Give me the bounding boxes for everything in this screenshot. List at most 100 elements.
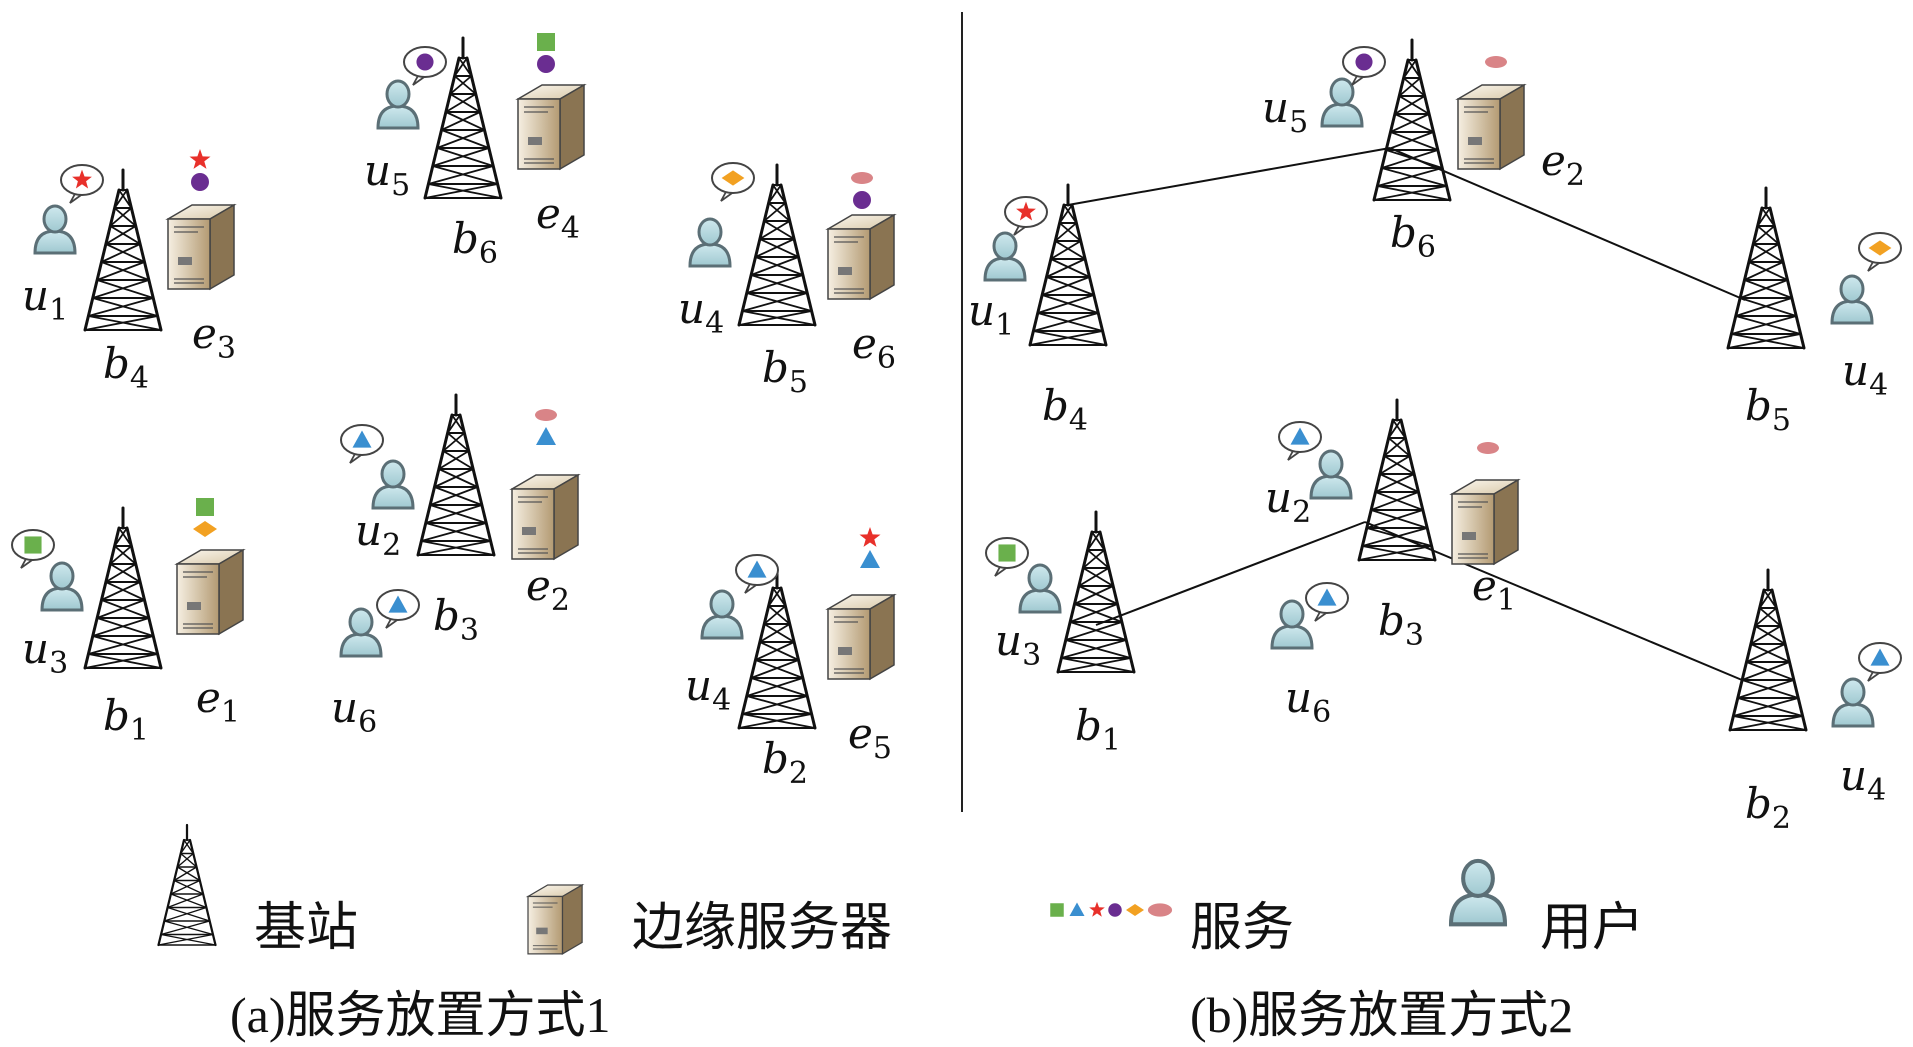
panel-a-group: u4 b2 e5 [685, 527, 897, 791]
edge-server-icon [825, 593, 897, 681]
user-icon [376, 79, 420, 130]
base-station-icon [737, 163, 817, 327]
user-label: u6 [331, 683, 377, 740]
base-station-icon [1372, 38, 1452, 202]
diamond-service-icon [1126, 904, 1144, 916]
legend-user-label: 用户 [1540, 898, 1645, 958]
triangle-service-icon [1069, 902, 1085, 916]
request-bubble [1278, 421, 1322, 461]
diamond-service-icon [193, 521, 217, 537]
legend-base-station-label: 基站 [254, 898, 359, 958]
circle-service-icon [537, 55, 555, 73]
edge-server-icon [525, 883, 585, 955]
user-icon [983, 231, 1027, 282]
user-icon [40, 561, 84, 612]
triangle-service-icon [1290, 427, 1310, 445]
base-station-icon [1028, 183, 1108, 347]
circle-service-icon [1355, 53, 1373, 71]
caption-panel-a: (a)服务放置方式1 [230, 987, 611, 1043]
request-bubble [1004, 196, 1048, 236]
diamond-service-icon [1868, 240, 1892, 256]
panel-a-group: u2 b3 e2 [340, 393, 581, 648]
edge-server-icon [1449, 478, 1521, 566]
base-station-icon [157, 823, 217, 947]
ellipse-service-icon [1485, 56, 1507, 68]
request-bubble [60, 164, 104, 204]
request-bubble [403, 46, 447, 86]
user-icon [1830, 274, 1874, 325]
request-bubble [376, 589, 420, 629]
edge-server-icon [165, 203, 237, 291]
request-bubble [340, 424, 384, 464]
user-label: u5 [1262, 83, 1308, 140]
link-line [1389, 147, 1746, 301]
square-service-icon [1050, 903, 1064, 917]
ellipse-service-icon [1147, 903, 1173, 917]
ellipse-service-icon [1477, 442, 1499, 454]
triangle-service-icon [1317, 588, 1337, 606]
edge-server-label: e1 [1472, 561, 1516, 618]
base-station-icon [1726, 186, 1806, 350]
edge-server-label: e3 [192, 309, 236, 366]
request-bubble [711, 162, 755, 202]
triangle-service-icon [536, 427, 556, 445]
base-station-label: b5 [1745, 381, 1791, 438]
edge-server-label: e4 [536, 189, 580, 246]
base-station-label: b4 [103, 339, 149, 396]
base-station-label: b2 [1745, 779, 1791, 836]
request-bubble [735, 554, 779, 594]
legend-icons [157, 823, 1508, 955]
circle-service-icon [416, 53, 434, 71]
base-station-label: b6 [1390, 208, 1436, 265]
edge-server-icon [174, 548, 246, 636]
request-bubble [1858, 642, 1902, 682]
base-station-label: b2 [762, 734, 808, 791]
circle-service-icon [191, 173, 209, 191]
user-icon [339, 607, 383, 658]
user-label: u6 [1285, 673, 1331, 730]
request-bubble [11, 529, 55, 569]
circle-service-icon [853, 191, 871, 209]
user-icon [1831, 677, 1875, 728]
base-station-label: b3 [1378, 596, 1424, 653]
link-line [1095, 521, 1366, 626]
square-service-icon [998, 544, 1016, 562]
triangle-service-icon [860, 550, 880, 568]
base-station-icon [737, 566, 817, 730]
base-station-label: b5 [762, 343, 808, 400]
user-icon [1320, 77, 1364, 128]
edge-server-icon [509, 473, 581, 561]
user-label: u2 [355, 506, 401, 563]
triangle-service-icon [388, 595, 408, 613]
edge-server-label: e5 [848, 709, 892, 766]
user-label: u2 [1265, 473, 1311, 530]
base-station-icon [83, 168, 163, 332]
user-label: u5 [364, 146, 410, 203]
base-station-icon [423, 36, 503, 200]
base-station-label: b1 [1075, 701, 1121, 758]
user-label: u4 [685, 661, 731, 718]
user-label: u1 [968, 286, 1014, 343]
square-service-icon [196, 498, 214, 516]
edge-server-label: e1 [196, 673, 240, 730]
panel-a-group: u6 [331, 589, 420, 740]
edge-server-label: e2 [526, 561, 570, 618]
link-line [1067, 147, 1391, 206]
edge-server-icon [825, 213, 897, 301]
base-station-label: b4 [1042, 381, 1088, 438]
user-icon [1448, 858, 1508, 927]
base-station-icon [83, 506, 163, 670]
base-station-label: b3 [433, 591, 479, 648]
star-service-icon [1016, 201, 1036, 221]
base-station-label: b6 [452, 214, 498, 271]
request-bubble [1342, 46, 1386, 86]
triangle-service-icon [747, 560, 767, 578]
links-layer [1067, 147, 1746, 681]
diamond-service-icon [721, 170, 745, 186]
